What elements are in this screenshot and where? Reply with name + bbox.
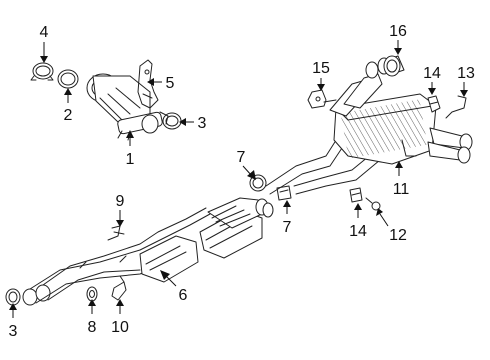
- bracket-part-5: [137, 59, 159, 109]
- callout-labels: 1 2 3 3 4 5 6 7 7 8 9 10 11 12 13 14 14 …: [9, 23, 475, 340]
- callout-3-lower: 3: [9, 323, 18, 340]
- callout-7-lower: 7: [283, 219, 292, 236]
- leader-lines: [9, 40, 468, 318]
- callout-12: 12: [389, 227, 407, 244]
- rear-muffler-part-11: [265, 57, 473, 195]
- tailpipe-tip-part-16: [383, 55, 405, 77]
- ring-gasket-part-3-upper: [162, 112, 182, 130]
- callout-2: 2: [64, 107, 73, 124]
- bracket-part-10: [111, 275, 127, 301]
- hanger-part-9: [107, 225, 125, 241]
- front-pipe-resonator-part-6: [22, 197, 274, 306]
- callout-4: 4: [40, 24, 49, 41]
- hanger-rubber-part-14-upper: [427, 95, 441, 113]
- callout-7-upper: 7: [237, 149, 246, 166]
- bolt-part-12: [365, 197, 381, 211]
- catalytic-converter-part-1: [86, 73, 169, 141]
- ring-gasket-part-3-lower: [5, 288, 21, 306]
- callout-16: 16: [389, 23, 407, 40]
- callout-8: 8: [88, 319, 97, 336]
- callout-10: 10: [111, 319, 129, 336]
- callout-5: 5: [166, 75, 175, 92]
- actuator-part-15: [307, 89, 337, 109]
- callout-15: 15: [312, 60, 330, 77]
- callout-1: 1: [126, 151, 135, 168]
- callout-6: 6: [179, 287, 188, 304]
- callout-11: 11: [393, 181, 410, 198]
- clamp-part-4: [30, 62, 54, 81]
- callout-9: 9: [116, 193, 125, 210]
- rubber-mount-part-8: [86, 286, 98, 302]
- callout-3-upper: 3: [198, 115, 207, 132]
- callout-14-lower: 14: [349, 223, 367, 240]
- clamp-part-7-lower: [276, 185, 292, 201]
- hanger-rubber-part-14-lower: [349, 187, 363, 203]
- callout-13: 13: [457, 65, 475, 82]
- gasket-ring-part-2: [57, 69, 79, 89]
- callout-14-upper: 14: [423, 65, 441, 82]
- rod-part-13: [445, 95, 467, 119]
